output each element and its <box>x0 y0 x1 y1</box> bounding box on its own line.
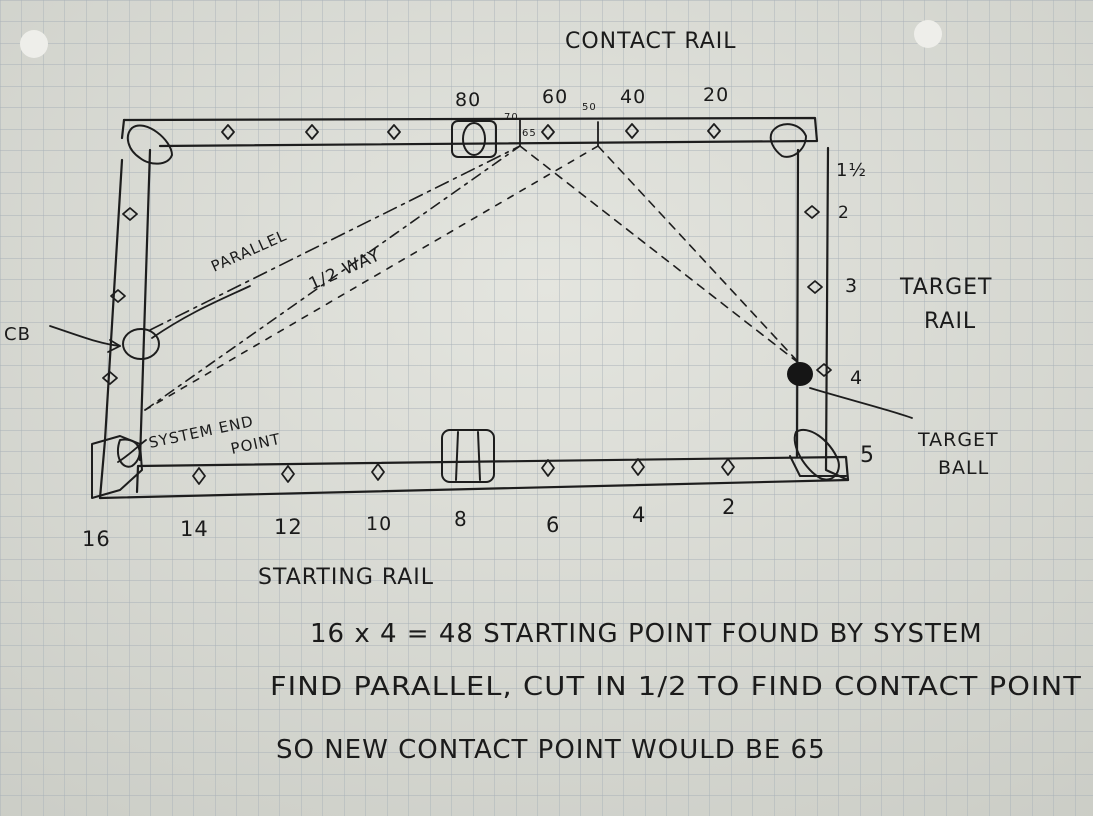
diamond-marker <box>541 124 555 140</box>
target-ball-label-line2: BALL <box>938 457 989 479</box>
cue-ball-label: CB <box>4 324 31 345</box>
contact-rail-diamonds <box>221 119 721 147</box>
diamond-marker <box>541 459 555 477</box>
note-line-3: SO NEW CONTACT POINT WOULD BE 65 <box>276 735 826 765</box>
starting-number-10: 10 <box>366 513 392 535</box>
contact-number-60: 60 <box>542 86 568 108</box>
starting-number-16: 16 <box>82 527 111 551</box>
pocket-top-side-inner <box>462 122 486 156</box>
target-ball-leader <box>809 387 913 419</box>
diamond-marker <box>631 458 645 476</box>
target-number-5: 5 <box>860 443 875 468</box>
pocket-bottom-left-inner <box>116 438 141 468</box>
parallel-leader <box>151 285 251 339</box>
contact-point-ticks <box>519 119 599 147</box>
starting-rail-diamonds <box>192 458 735 485</box>
starting-rail-outline <box>98 455 850 500</box>
left-rail-diamonds <box>102 207 138 385</box>
contact-number-40: 40 <box>620 86 646 108</box>
cb-arrow <box>49 325 121 347</box>
system-line-to-contact <box>144 145 599 411</box>
diamond-marker <box>102 371 118 385</box>
leader-lines <box>49 285 913 463</box>
target-number-1-5: 1½ <box>836 160 867 181</box>
starting-number-12: 12 <box>274 515 303 539</box>
note-line-2: FIND PARALLEL, CUT IN 1/2 TO FIND CONTAC… <box>270 672 1082 702</box>
contact-number-65: 65 <box>522 128 537 139</box>
diamond-marker <box>110 289 126 303</box>
cb-arrowhead <box>107 339 121 353</box>
diamond-marker <box>707 123 721 139</box>
target-number-4: 4 <box>850 367 863 389</box>
contact-number-50: 50 <box>582 102 597 113</box>
pocket-bottom-left <box>91 435 143 499</box>
contact-number-70: 70 <box>504 112 519 123</box>
target-rail-label-line1: TARGET <box>899 275 992 300</box>
diamond-marker <box>625 123 639 139</box>
punch-hole <box>20 30 48 58</box>
contact-rail-label: CONTACT RAIL <box>565 29 737 54</box>
contact-number-80: 80 <box>455 89 481 111</box>
target-ball-label-line1: TARGET <box>917 429 999 451</box>
diamond-marker <box>122 207 138 221</box>
pocket-top-right <box>769 123 807 158</box>
diamond-marker <box>816 363 832 377</box>
starting-number-2: 2 <box>722 495 736 519</box>
diamond-marker <box>305 124 319 140</box>
system-end-leader <box>117 439 147 463</box>
half-way-line <box>144 145 521 411</box>
diamond-marker <box>387 124 401 140</box>
target-number-3: 3 <box>845 275 858 297</box>
starting-number-4: 4 <box>632 503 646 527</box>
punch-hole <box>914 20 942 48</box>
pocket-top-side <box>451 120 497 158</box>
starting-number-6: 6 <box>546 513 560 537</box>
starting-number-8: 8 <box>454 507 468 531</box>
pocket-top-left <box>126 124 173 165</box>
contact-number-20: 20 <box>703 84 729 106</box>
pocket-bottom-right-lines <box>789 455 847 477</box>
pocket-bottom-side-inner <box>455 431 481 481</box>
target-rail-label-line2: RAIL <box>924 309 976 334</box>
target-ball <box>787 362 813 386</box>
contact-rail-outline <box>122 116 819 148</box>
target-number-2: 2 <box>838 203 850 223</box>
diamond-marker <box>281 465 295 483</box>
diamond-marker <box>221 124 235 140</box>
cue-ball <box>122 328 160 360</box>
parallel-line <box>149 145 521 331</box>
shot-lines <box>144 145 801 411</box>
starting-rail-label: STARTING RAIL <box>258 565 434 590</box>
diamond-marker <box>807 280 823 294</box>
diamond-marker <box>192 467 206 485</box>
pocket-bottom-side <box>441 429 495 483</box>
diamond-marker <box>371 463 385 481</box>
pockets <box>91 120 847 499</box>
note-line-1: 16 x 4 = 48 STARTING POINT FOUND BY SYST… <box>310 619 983 649</box>
target-rail-diamonds <box>804 205 832 377</box>
starting-number-14: 14 <box>180 517 209 541</box>
diamond-marker <box>721 458 735 476</box>
diamond-marker <box>804 205 820 219</box>
bank-line-to-target <box>597 145 801 365</box>
